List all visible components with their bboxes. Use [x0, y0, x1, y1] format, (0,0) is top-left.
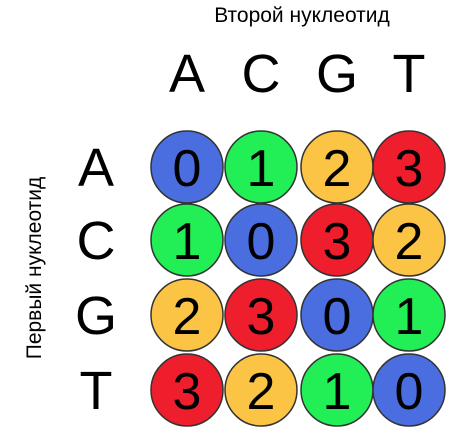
- column-label-c: C: [242, 44, 281, 104]
- cell-a-c: 1: [224, 130, 298, 204]
- cell-value: 1: [247, 140, 276, 198]
- cell-t-a: 3: [150, 353, 224, 427]
- cell-value: 3: [395, 140, 424, 198]
- cell-c-t: 2: [372, 203, 446, 277]
- cell-t-g: 1: [300, 353, 374, 427]
- cell-value: 1: [173, 213, 202, 271]
- cell-a-a: 0: [150, 130, 224, 204]
- cell-circle: [224, 353, 298, 427]
- row-label-a: A: [78, 138, 114, 198]
- cell-a-t: 3: [372, 130, 446, 204]
- row-label-t: T: [80, 361, 113, 421]
- cell-circle: [372, 353, 446, 427]
- cell-circle: [150, 278, 224, 352]
- cell-g-t: 1: [372, 278, 446, 352]
- cell-value: 2: [323, 140, 352, 198]
- cell-value: 0: [173, 140, 202, 198]
- cell-g-a: 2: [150, 278, 224, 352]
- cell-circle: [150, 353, 224, 427]
- cell-c-c: 0: [224, 203, 298, 277]
- cell-value: 0: [395, 363, 424, 421]
- cell-value: 3: [323, 213, 352, 271]
- column-label-a: A: [169, 44, 205, 104]
- cell-value: 2: [247, 363, 276, 421]
- cell-value: 1: [323, 363, 352, 421]
- cell-t-c: 2: [224, 353, 298, 427]
- column-label-g: G: [316, 44, 358, 104]
- column-label-t: T: [393, 44, 426, 104]
- cell-circle: [372, 130, 446, 204]
- cell-value: 0: [323, 288, 352, 346]
- cell-a-g: 2: [300, 130, 374, 204]
- cell-value: 2: [173, 288, 202, 346]
- top-axis-title: Второй нуклеотид: [214, 4, 390, 27]
- cell-value: 2: [395, 213, 424, 271]
- cell-circle: [372, 203, 446, 277]
- cell-g-g: 0: [300, 278, 374, 352]
- cell-c-a: 1: [150, 203, 224, 277]
- row-label-g: G: [75, 286, 117, 346]
- cell-c-g: 3: [300, 203, 374, 277]
- cell-value: 1: [395, 288, 424, 346]
- cell-circle: [224, 203, 298, 277]
- row-label-c: C: [77, 211, 116, 271]
- cell-value: 0: [247, 213, 276, 271]
- cell-circle: [224, 278, 298, 352]
- cell-value: 3: [247, 288, 276, 346]
- cell-circle: [150, 130, 224, 204]
- cell-g-c: 3: [224, 278, 298, 352]
- cell-circle: [150, 203, 224, 277]
- cell-t-t: 0: [372, 353, 446, 427]
- cell-circle: [372, 278, 446, 352]
- left-axis-title: Первый нуклеотид: [23, 177, 46, 360]
- cell-circle: [224, 130, 298, 204]
- cell-value: 3: [173, 363, 202, 421]
